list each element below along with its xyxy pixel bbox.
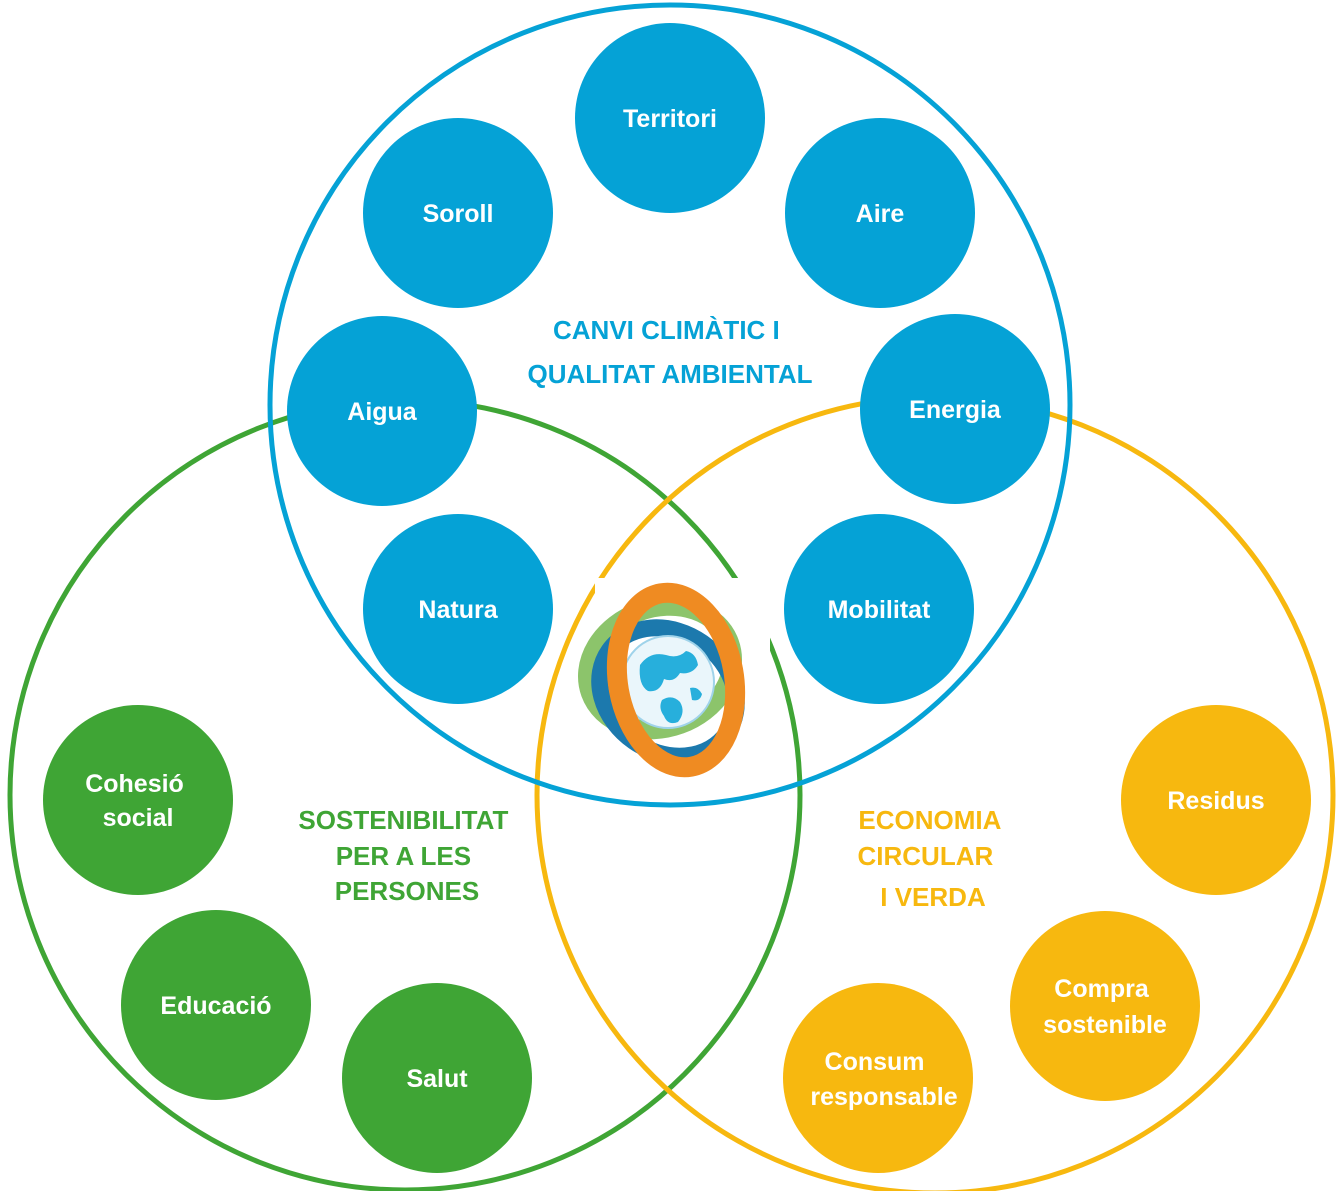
topic-label-line: Territori bbox=[623, 105, 717, 133]
people-topic-nodes: Cohesió social Educació Salut bbox=[43, 705, 532, 1173]
topic-label-line: sostenible bbox=[1043, 1011, 1167, 1039]
topic-label-line: Soroll bbox=[423, 200, 494, 228]
group-title-line: QUALITAT AMBIENTAL bbox=[528, 359, 813, 389]
topic-bubble bbox=[43, 705, 233, 895]
topic-label-line: Consum bbox=[825, 1048, 925, 1076]
topic-soroll[interactable]: Soroll bbox=[363, 118, 553, 308]
topic-natura[interactable]: Natura bbox=[363, 514, 553, 704]
topic-residus[interactable]: Residus bbox=[1121, 705, 1311, 895]
topic-label-line: Aire bbox=[856, 200, 905, 228]
group-title-line: I VERDA bbox=[880, 882, 986, 912]
topic-label-line: Mobilitat bbox=[828, 596, 931, 624]
group-title-line: CIRCULAR bbox=[858, 841, 994, 871]
topic-label: Territori bbox=[623, 105, 717, 133]
topic-label: Consum responsable bbox=[810, 1048, 957, 1111]
topic-label: Energia bbox=[909, 396, 1002, 424]
group-title-line: CANVI CLIMÀTIC I bbox=[553, 315, 780, 345]
topic-label: Salut bbox=[406, 1065, 468, 1093]
climate-topic-nodes: Territori Aire Soroll Aigua Energia Natu… bbox=[287, 23, 1050, 704]
topic-bubble bbox=[1121, 705, 1311, 895]
globe-land-shape bbox=[639, 651, 702, 724]
topic-label-line: social bbox=[103, 804, 174, 832]
topic-label: Cohesió social bbox=[85, 770, 191, 832]
climate-group-circle bbox=[267, 2, 1073, 808]
group-title-line: PERSONES bbox=[335, 876, 480, 906]
topic-bubble bbox=[575, 23, 765, 213]
topic-label: Educació bbox=[160, 992, 271, 1020]
topic-label-line: Aigua bbox=[347, 398, 418, 426]
topic-aire[interactable]: Aire bbox=[785, 118, 975, 308]
topic-territori[interactable]: Territori bbox=[575, 23, 765, 213]
topic-label-line: Energia bbox=[909, 396, 1002, 424]
topic-bubble bbox=[363, 514, 553, 704]
topic-bubble bbox=[784, 514, 974, 704]
topic-bubble bbox=[1010, 911, 1200, 1101]
topic-label: Aire bbox=[856, 200, 905, 228]
group-title-line: PER A LES bbox=[336, 841, 471, 871]
topic-bubble bbox=[860, 314, 1050, 504]
topic-cohesio-social[interactable]: Cohesió social bbox=[43, 705, 233, 895]
topic-label-line: responsable bbox=[810, 1083, 957, 1111]
topic-label: Compra sostenible bbox=[1043, 975, 1167, 1039]
topic-energia[interactable]: Energia bbox=[860, 314, 1050, 504]
topic-compra-sostenible[interactable]: Compra sostenible bbox=[1010, 911, 1200, 1101]
topic-label: Residus bbox=[1167, 787, 1264, 815]
people-group-title: SOSTENIBILITAT PER A LES PERSONES bbox=[298, 805, 515, 906]
economy-group-title: ECONOMIA CIRCULAR I VERDA bbox=[858, 805, 1008, 912]
topic-mobilitat[interactable]: Mobilitat bbox=[784, 514, 974, 704]
topic-bubble bbox=[785, 118, 975, 308]
topic-bubble bbox=[287, 316, 477, 506]
topic-educacio[interactable]: Educació bbox=[121, 910, 311, 1100]
group-title-line: SOSTENIBILITAT bbox=[298, 805, 508, 835]
topic-label-line: Residus bbox=[1167, 787, 1264, 815]
topic-consum-responsable[interactable]: Consum responsable bbox=[783, 983, 973, 1173]
topic-label-line: Educació bbox=[160, 992, 271, 1020]
topic-aigua[interactable]: Aigua bbox=[287, 316, 477, 506]
logo-orange-ring bbox=[606, 582, 746, 778]
topic-bubble bbox=[121, 910, 311, 1100]
topic-label-line: Salut bbox=[406, 1065, 468, 1093]
topic-label: Mobilitat bbox=[828, 596, 931, 624]
topic-label-line: Compra bbox=[1054, 975, 1150, 1003]
economy-topic-nodes: Residus Compra sostenible Consum respons… bbox=[783, 705, 1311, 1173]
topic-label-line: Cohesió bbox=[85, 770, 184, 798]
topic-bubble bbox=[783, 983, 973, 1173]
topic-bubble bbox=[363, 118, 553, 308]
globe-rings-icon bbox=[577, 582, 746, 778]
topic-label: Soroll bbox=[423, 200, 494, 228]
group-title-line: ECONOMIA bbox=[858, 805, 1001, 835]
topic-bubble bbox=[342, 983, 532, 1173]
topic-label: Aigua bbox=[347, 398, 418, 426]
topic-label-line: Natura bbox=[418, 596, 498, 624]
topic-label: Natura bbox=[418, 596, 498, 624]
topic-salut[interactable]: Salut bbox=[342, 983, 532, 1173]
climate-group-title: CANVI CLIMÀTIC I QUALITAT AMBIENTAL bbox=[528, 315, 813, 389]
